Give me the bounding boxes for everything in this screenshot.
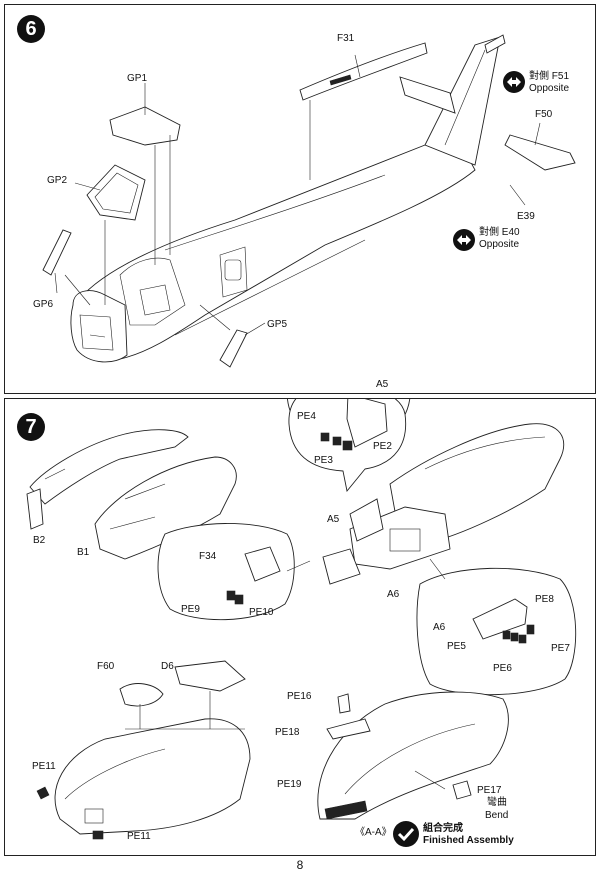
check-icon [393,821,419,847]
label-pe4: PE4 [297,411,316,422]
label-f31: F31 [337,33,355,44]
label-gp2: GP2 [47,175,68,186]
finished-en: Finished Assembly [423,835,514,846]
label-b2: B2 [33,535,46,546]
label-bend-en: Bend [485,810,509,821]
label-bend-cn: 彎曲 [487,797,507,808]
finished-assembly: 組合完成 Finished Assembly [423,823,514,847]
note-f51: 對側 F51 Opposite [529,71,569,95]
step-6-drawing [42,34,576,368]
label-gp6: GP6 [33,299,54,310]
page-number: 8 [296,858,304,872]
label-pe19: PE19 [277,779,302,790]
label-a5: A5 [327,514,340,525]
label-d6: D6 [161,661,174,672]
label-f50: F50 [535,109,553,120]
note-e40-en: Opposite [479,239,520,250]
step-number-badge: 6 [17,15,45,43]
note-f51-en: Opposite [529,83,570,94]
label-gp1: GP1 [127,73,148,84]
label-pe11-top: PE11 [32,761,56,772]
label-pe8: PE8 [535,594,554,605]
label-pe17: PE17 [477,785,502,796]
double-arrow-icon [453,229,475,251]
label-a6: A6 [387,589,400,600]
label-a5-detail: A5 [376,379,389,390]
label-pe2: PE2 [373,441,392,452]
step-6-panel: 6 [4,4,596,394]
label-a6-detail: A6 [433,622,446,633]
step-number-badge: 7 [17,413,45,441]
label-pe10: PE10 [249,607,274,618]
label-gp5: GP5 [267,319,288,330]
label-f34: F34 [199,551,217,562]
step-7-drawing [26,399,577,840]
note-e40-cn: 對側 E40 [479,227,520,238]
label-f60: F60 [97,661,115,672]
label-pe16: PE16 [287,691,312,702]
double-arrow-icon [503,71,525,93]
label-pe3: PE3 [314,455,333,466]
label-pe7: PE7 [551,643,570,654]
finished-cn: 組合完成 [423,823,463,834]
note-f51-cn: 對側 F51 [529,71,570,82]
note-e40: 對側 E40 Opposite [479,227,520,251]
label-pe9: PE9 [181,604,200,615]
label-pe5: PE5 [447,641,466,652]
label-pe6: PE6 [493,663,512,674]
label-pe11-bottom: PE11 [127,831,151,842]
step-7-panel: 7 [4,379,596,856]
label-pe18: PE18 [275,727,300,738]
label-e39: E39 [517,211,535,222]
section-label: 《A-A》 [355,827,392,838]
label-b1: B1 [77,547,90,558]
